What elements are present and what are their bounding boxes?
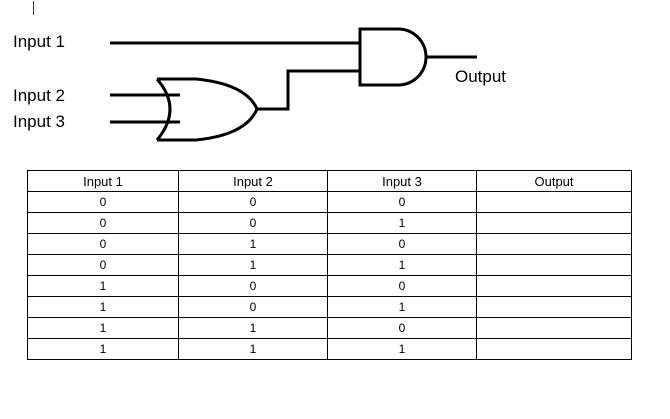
table-cell: 0 — [178, 212, 328, 234]
table-cell — [476, 254, 632, 276]
table-cell — [476, 317, 632, 339]
table-header-input-1: Input 1 — [27, 170, 179, 192]
table-cell: 0 — [327, 317, 477, 339]
table-cell: 1 — [178, 338, 328, 360]
or-gate-top-arc — [157, 77, 259, 110]
table-cell: 0 — [327, 275, 477, 297]
table-cell: 1 — [27, 275, 179, 297]
circuit-label-input-3: Input 3 — [13, 112, 65, 131]
circuit-label-input-2: Input 2 — [13, 86, 65, 105]
table-cell: 1 — [178, 254, 328, 276]
or-gate-bottom-arc — [157, 108, 259, 142]
table-cell: 1 — [178, 317, 328, 339]
table-cell: 0 — [27, 233, 179, 255]
or-gate-back — [155, 78, 172, 141]
circuit-svg — [110, 27, 477, 142]
table-cell: 1 — [327, 296, 477, 318]
text-caret-artifact — [33, 1, 34, 15]
and-gate-body — [358, 27, 428, 87]
table-cell: 0 — [327, 233, 477, 255]
table-cell: 1 — [27, 317, 179, 339]
circuit-label-output: Output — [455, 67, 507, 86]
table-cell — [476, 191, 632, 213]
table-cell: 1 — [327, 338, 477, 360]
table-cell: 1 — [178, 233, 328, 255]
table-cell: 0 — [27, 191, 179, 213]
table-cell — [476, 212, 632, 234]
circuit-label-input-1: Input 1 — [13, 32, 65, 51]
table-cell: 0 — [178, 296, 328, 318]
table-header-input-2: Input 2 — [178, 170, 328, 192]
table-header-row: Input 1 Input 2 Input 3 Output — [27, 170, 632, 192]
table-cell: 1 — [27, 296, 179, 318]
table-cell: 0 — [178, 275, 328, 297]
table-cell — [476, 275, 632, 297]
table-cell: 0 — [27, 254, 179, 276]
table-cell: 1 — [27, 338, 179, 360]
table-cell: 0 — [27, 212, 179, 234]
table-cell: 1 — [327, 212, 477, 234]
wire-or-to-and — [257, 69, 360, 111]
table-cell: 1 — [327, 254, 477, 276]
logic-circuit-diagram: Input 1 Input 2 Input 3 Output — [0, 0, 670, 165]
table-cell: 0 — [178, 191, 328, 213]
table-cell: 0 — [327, 191, 477, 213]
table-cell — [476, 296, 632, 318]
table-header-output: Output — [476, 170, 632, 192]
table-cell — [476, 233, 632, 255]
table-cell — [476, 338, 632, 360]
table-header-input-3: Input 3 — [327, 170, 477, 192]
